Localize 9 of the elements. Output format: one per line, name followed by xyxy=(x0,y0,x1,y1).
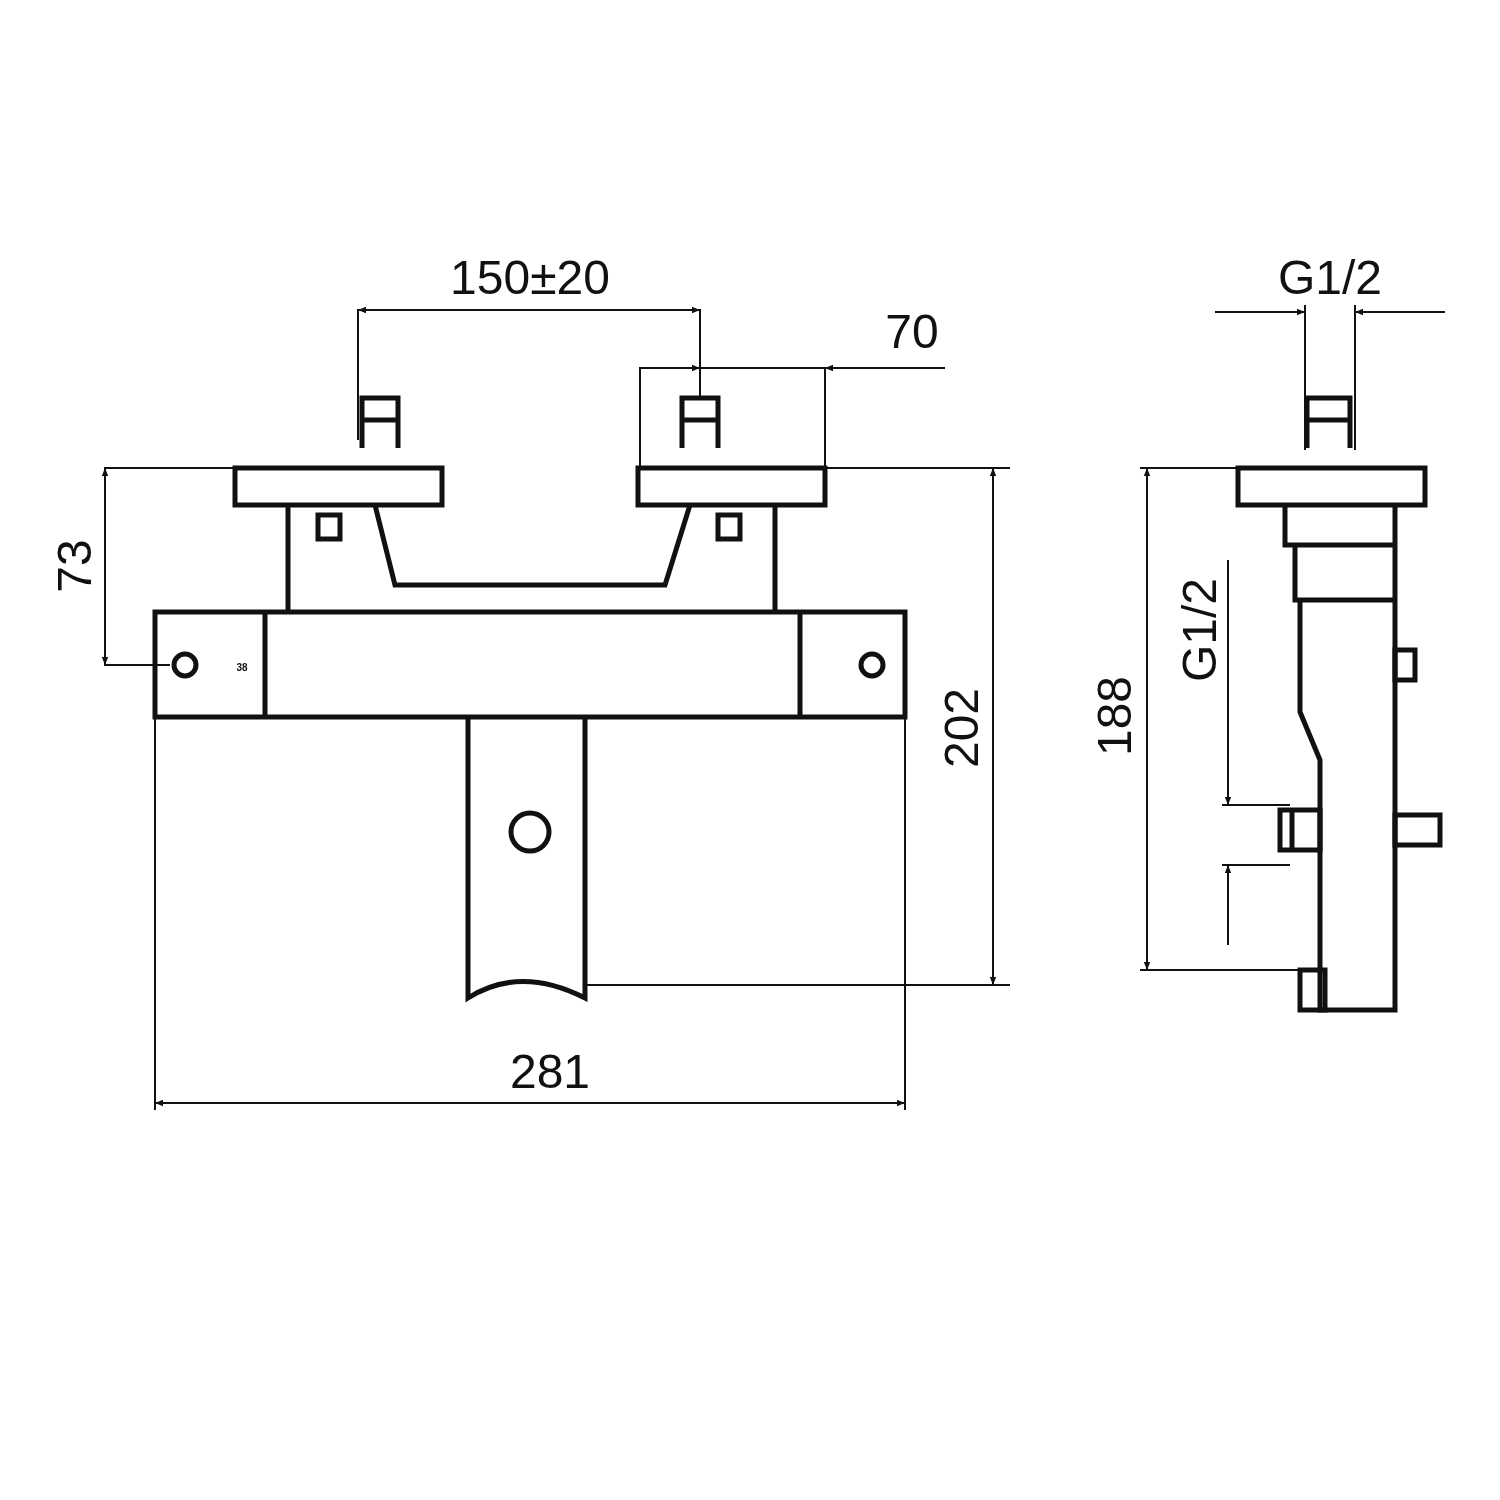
dimension-label: 281 xyxy=(509,1048,591,1096)
dimension-label: 70 xyxy=(885,308,939,356)
dimension-label: 150±20 xyxy=(450,254,610,302)
temperature-mark: 38 xyxy=(236,663,248,673)
dimension-label: G1/2 xyxy=(1176,577,1224,683)
dimension-label: 73 xyxy=(51,539,99,593)
dimension-label: 202 xyxy=(938,687,986,769)
dimension-label: G1/2 xyxy=(1277,254,1383,302)
dimension-label: 188 xyxy=(1091,675,1139,757)
